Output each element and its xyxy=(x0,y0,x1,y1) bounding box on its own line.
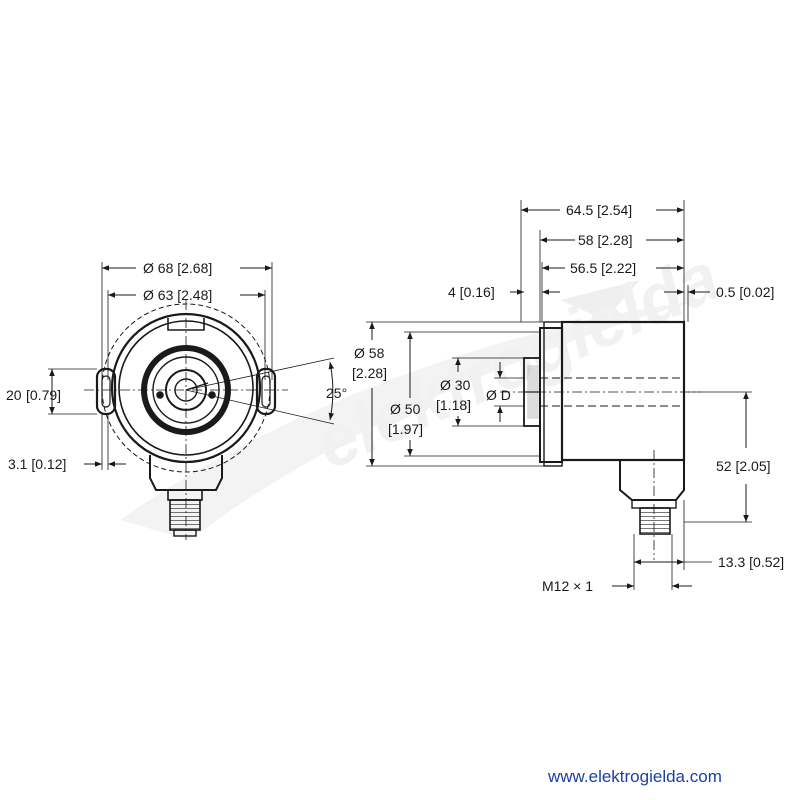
dim-outer-diameter: Ø 68 [2.68] xyxy=(143,260,212,276)
footer-url[interactable]: www.elektrogielda.com xyxy=(547,767,722,786)
dim-thread: M12 × 1 xyxy=(542,578,593,594)
dim-slot-width: 3.1 [0.12] xyxy=(8,456,66,472)
dim-gap: 0.5 [0.02] xyxy=(716,284,774,300)
dim-connector-offset: 13.3 [0.52] xyxy=(718,554,784,570)
dim-dia50-in: [1.97] xyxy=(388,421,423,437)
dim-dia58-in: [2.28] xyxy=(352,365,387,381)
dim-slot-height-mm: 20 xyxy=(6,387,22,403)
dim-slot-height-in: [0.79] xyxy=(26,387,61,403)
connector-thread xyxy=(169,499,201,531)
dim-shaft: Ø D xyxy=(486,387,511,403)
side-view xyxy=(366,200,752,590)
dim-mount-diameter: Ø 63 [2.48] xyxy=(143,287,212,303)
front-view xyxy=(48,262,335,540)
dim-angle: 25° xyxy=(326,385,347,401)
dim-flange: 4 [0.16] xyxy=(448,284,495,300)
dim-total-length: 64.5 [2.54] xyxy=(566,202,632,218)
right-slot xyxy=(255,367,277,416)
dim-housing-length: 58 [2.28] xyxy=(578,232,633,248)
dim-dia50-mm: Ø 50 xyxy=(390,401,421,417)
left-slot xyxy=(95,367,117,416)
dim-body-length: 56.5 [2.22] xyxy=(570,260,636,276)
dim-dia30-mm: Ø 30 xyxy=(440,377,471,393)
dim-height: 52 [2.05] xyxy=(716,458,771,474)
side-connector-thread xyxy=(639,507,671,535)
dim-dia30-in: [1.18] xyxy=(436,397,471,413)
dim-dia58-mm: Ø 58 xyxy=(354,345,385,361)
watermark: elektrogielda xyxy=(120,237,731,540)
